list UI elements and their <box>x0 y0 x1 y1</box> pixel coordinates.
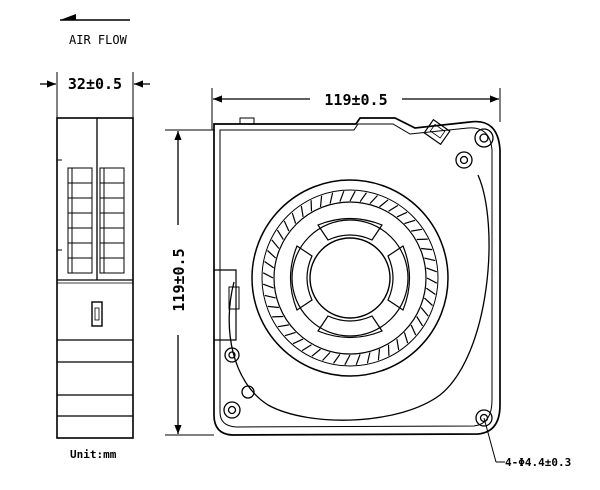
impeller-blade <box>329 192 334 204</box>
impeller-blade <box>396 339 400 351</box>
impeller-blade <box>292 338 304 345</box>
impeller-blade <box>421 247 433 251</box>
impeller-blade <box>416 316 424 327</box>
impeller-blade <box>262 272 274 279</box>
impeller-blade <box>262 283 274 289</box>
impeller-blade <box>423 297 433 306</box>
impeller-blade <box>344 354 351 366</box>
impeller-blade <box>403 332 409 344</box>
front-width-dimension: 119±0.5 <box>312 89 400 109</box>
side-width-dimension: 32±0.5 <box>61 74 129 94</box>
impeller-blade <box>267 305 279 309</box>
impeller-blade <box>264 294 276 299</box>
impeller-blade <box>411 228 423 232</box>
impeller-blade <box>264 261 275 269</box>
impeller-blade <box>369 195 378 205</box>
impeller-blade <box>319 195 323 207</box>
impeller-blade <box>339 190 345 202</box>
front-width-label: 119±0.5 <box>324 91 387 109</box>
impeller-blade <box>379 199 389 208</box>
airflow-indicator: AIR FLOW <box>60 14 130 47</box>
mounting-holes <box>223 128 494 427</box>
impeller-blade <box>355 354 361 366</box>
impeller-blade <box>359 192 367 203</box>
front-view <box>165 88 505 463</box>
impeller-blade <box>276 229 284 240</box>
impeller-blade <box>377 349 381 361</box>
impeller-blade <box>271 239 280 249</box>
impeller-blade <box>424 257 436 262</box>
impeller-blade <box>277 324 289 328</box>
side-view <box>40 72 150 439</box>
front-height-dimension: 119±0.5 <box>168 228 188 332</box>
hole-callout-label: 4-Φ4.4±0.3 <box>505 456 571 469</box>
impeller-blade <box>291 212 297 224</box>
side-width-label: 32±0.5 <box>68 75 122 93</box>
airflow-arrow-icon <box>60 14 130 21</box>
impeller-blade <box>404 219 416 225</box>
unit-note: Unit:mm <box>70 448 117 461</box>
impeller-blade <box>267 250 277 259</box>
impeller-blade <box>284 331 296 337</box>
impeller-blade <box>322 351 331 361</box>
impeller-blade <box>396 211 408 218</box>
impeller-blade <box>388 204 399 212</box>
impeller-blade <box>410 324 417 336</box>
impeller-blade <box>311 348 321 357</box>
impeller-blade <box>420 307 429 317</box>
impeller-blade <box>300 205 304 217</box>
airflow-label: AIR FLOW <box>69 33 128 47</box>
impeller-blade <box>283 220 290 232</box>
impeller-blade <box>426 277 438 284</box>
impeller <box>251 179 449 377</box>
impeller-blade <box>301 344 312 352</box>
impeller-blade <box>425 287 436 295</box>
impeller-blade <box>349 190 356 202</box>
front-height-label: 119±0.5 <box>170 248 188 311</box>
impeller-blade <box>426 267 438 273</box>
impeller-blade <box>333 353 341 364</box>
impeller-blade <box>366 352 371 364</box>
